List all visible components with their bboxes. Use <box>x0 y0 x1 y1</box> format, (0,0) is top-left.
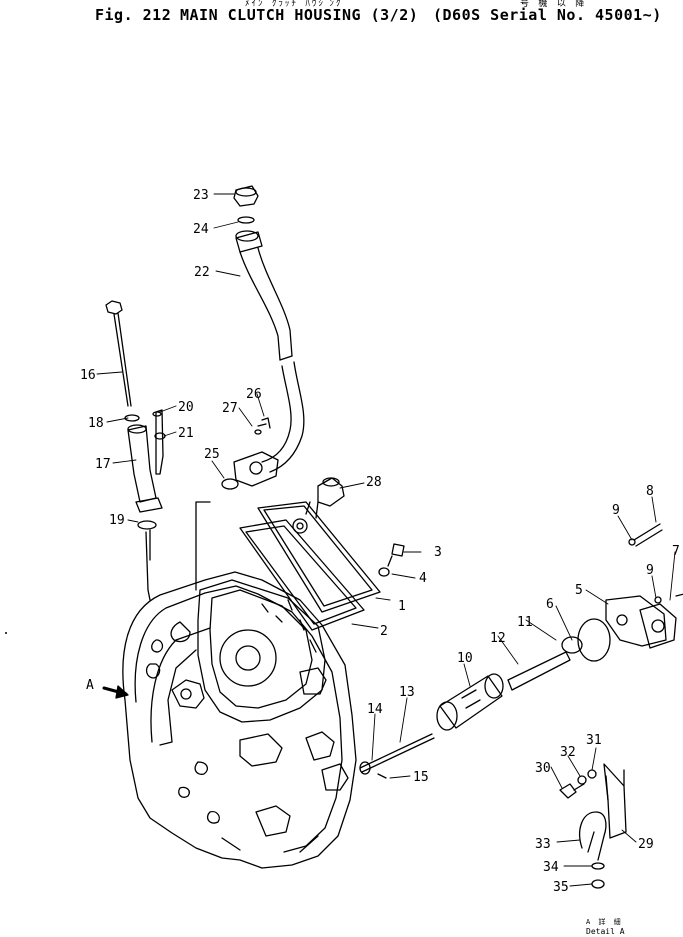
callout-25: 25 <box>204 447 220 462</box>
callout-33: 33 <box>535 837 551 852</box>
strainer-assembly <box>359 523 683 779</box>
callout-13: 13 <box>399 685 415 700</box>
callout-27: 27 <box>222 401 238 416</box>
callout-15: 15 <box>413 770 429 785</box>
callout-7: 7 <box>672 544 680 559</box>
cover-plate <box>239 477 405 631</box>
detail-a-caption: A 詳 細 Detail A <box>586 918 625 936</box>
callout-28: 28 <box>366 475 382 490</box>
figure-number: Fig. 212 <box>95 6 172 24</box>
callout-numbers: 1 2 3 4 5 6 7 8 9 9 10 11 12 13 14 15 16… <box>80 188 680 895</box>
callout-12: 12 <box>490 631 506 646</box>
detail-a-label: Detail A <box>586 927 625 936</box>
callout-5: 5 <box>575 583 583 598</box>
callout-8: 8 <box>646 484 654 499</box>
callout-2: 2 <box>380 624 388 639</box>
leader-lines <box>96 193 676 887</box>
callout-3: 3 <box>434 545 442 560</box>
figure-name: MAIN CLUTCH HOUSING (3/2) <box>180 6 419 24</box>
callout-9a: 9 <box>612 503 620 518</box>
callout-35: 35 <box>553 880 569 895</box>
callout-17: 17 <box>95 457 111 472</box>
dipstick-assembly <box>105 300 166 601</box>
view-label-a: A <box>86 678 94 693</box>
clutch-housing <box>122 571 357 869</box>
callout-31: 31 <box>586 733 602 748</box>
title-japanese: ﾒｲﾝ ｸﾗｯﾁ ﾊｳｼﾞﾝｸﾞ <box>245 0 347 9</box>
callout-1: 1 <box>398 599 406 614</box>
callout-34: 34 <box>543 860 559 875</box>
figure-title: ﾒｲﾝ ｸﾗｯﾁ ﾊｳｼﾞﾝｸﾞ 号 機 以 降 Fig. 212 MAIN C… <box>95 0 680 30</box>
callout-6: 6 <box>546 597 554 612</box>
callout-9b: 9 <box>646 563 654 578</box>
callout-4: 4 <box>419 571 427 586</box>
detail-a-bracket <box>559 763 627 889</box>
callout-18: 18 <box>88 416 104 431</box>
callout-14: 14 <box>367 702 383 717</box>
callout-10: 10 <box>457 651 473 666</box>
callout-19: 19 <box>109 513 125 528</box>
serial-japanese: 号 機 以 降 <box>520 0 587 9</box>
callout-23: 23 <box>193 188 209 203</box>
callout-24: 24 <box>193 222 209 237</box>
callout-16: 16 <box>80 368 96 383</box>
callout-20: 20 <box>178 400 194 415</box>
callout-26: 26 <box>246 387 262 402</box>
filler-pipe-assembly <box>195 185 305 591</box>
callout-22: 22 <box>194 265 210 280</box>
callout-30: 30 <box>535 761 551 776</box>
callout-11: 11 <box>517 615 533 630</box>
callout-29: 29 <box>638 837 654 852</box>
view-arrow-a: A <box>86 678 129 699</box>
serial-range: (D60S Serial No. 45001~) <box>433 6 662 24</box>
callout-21: 21 <box>178 426 194 441</box>
detail-a-japanese: A 詳 細 <box>586 918 623 926</box>
callout-32: 32 <box>560 745 576 760</box>
